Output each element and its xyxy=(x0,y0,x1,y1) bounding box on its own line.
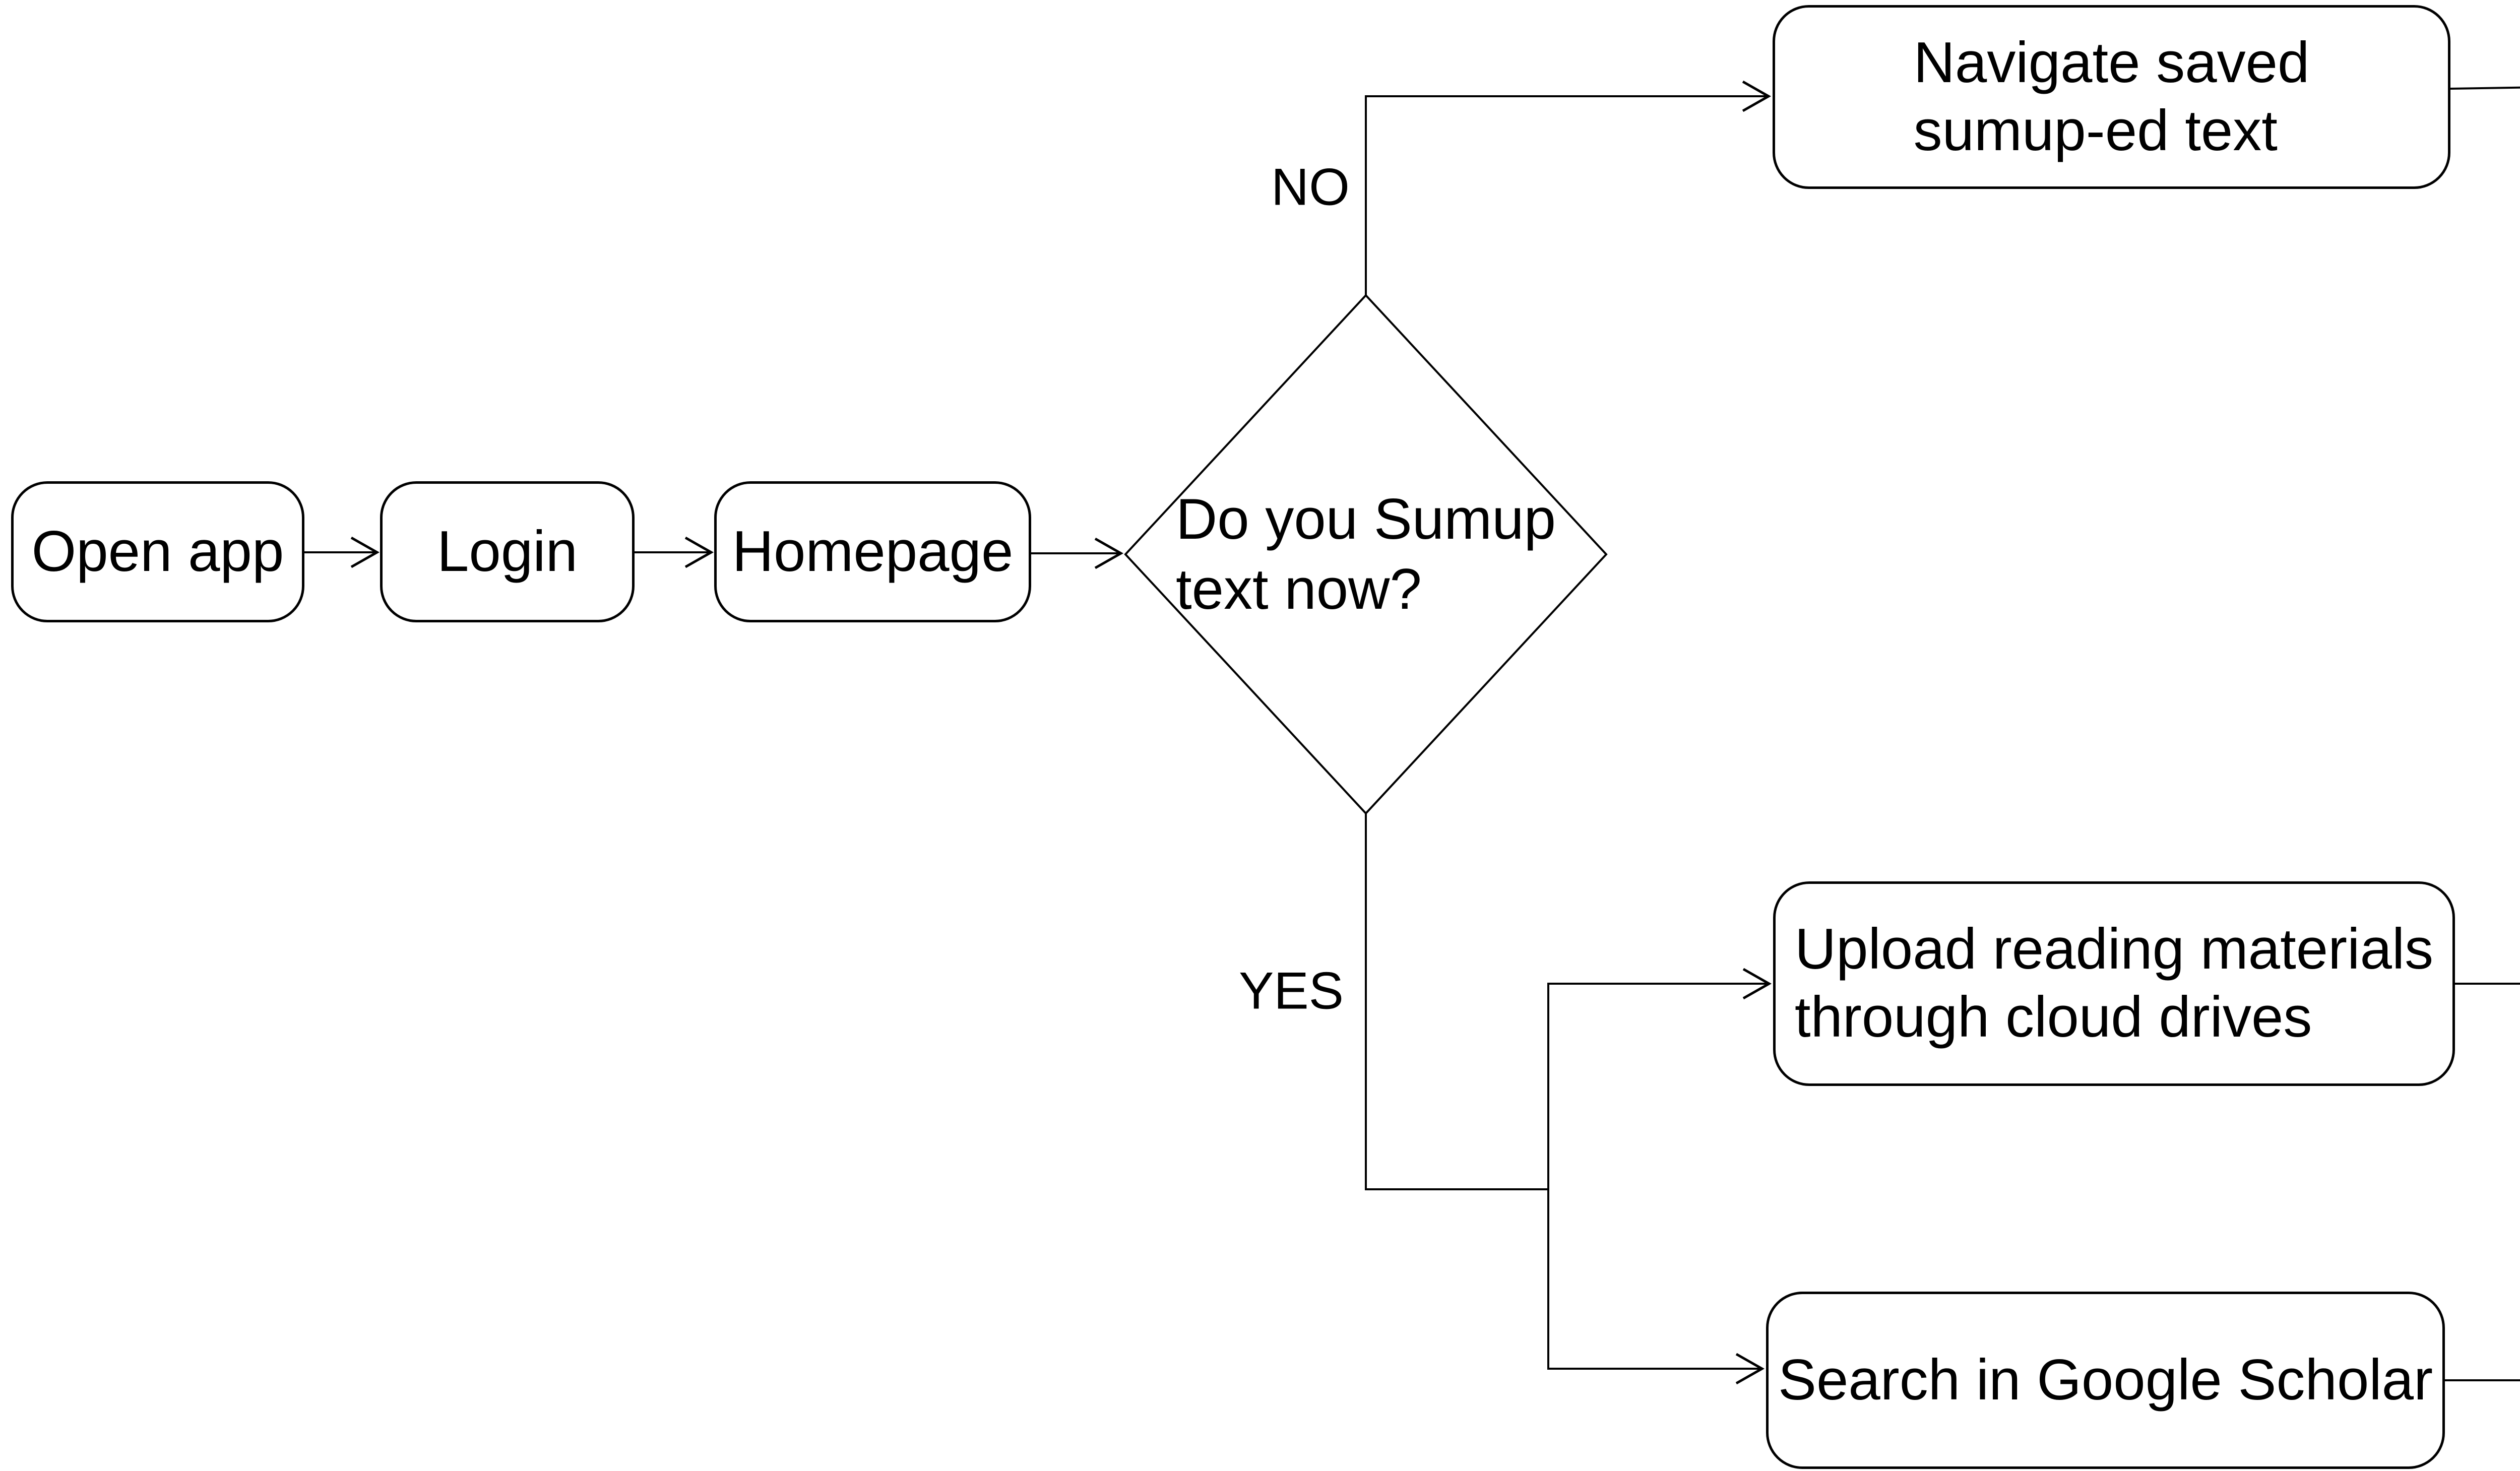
node-login-label: Login xyxy=(437,519,578,584)
edge-navigate-to-saved-section xyxy=(2450,86,2520,90)
node-search-scholar-label: Search in Google Scholar xyxy=(1778,1348,2433,1412)
node-homepage-label: Homepage xyxy=(732,519,1014,584)
node-upload-cloud: Upload reading materials through cloud d… xyxy=(1773,881,2455,1086)
node-navigate-saved: Navigate saved sumup-ed text xyxy=(1773,5,2450,189)
node-navigate-saved-label: Navigate saved sumup-ed text xyxy=(1913,30,2310,163)
edge-label-yes-bottom-left: YES xyxy=(1238,962,1344,1020)
node-login: Login xyxy=(380,481,635,622)
node-homepage: Homepage xyxy=(714,481,1031,622)
edge-label-no-top-left: NO xyxy=(1271,158,1350,217)
decision-diamond-sumup-now xyxy=(1124,294,1608,815)
node-open-app-label: Open app xyxy=(31,519,284,584)
edge-split-to-search xyxy=(1547,1189,1765,1385)
node-open-app: Open app xyxy=(11,481,304,622)
edge-decision-no-to-navigate xyxy=(1365,80,1772,295)
node-upload-cloud-label: Upload reading materials through cloud d… xyxy=(1794,917,2434,1049)
edge-split-to-upload xyxy=(1547,968,1772,1189)
node-search-scholar: Search in Google Scholar xyxy=(1766,1292,2445,1469)
edge-decision-yes-down xyxy=(1365,813,1548,1190)
